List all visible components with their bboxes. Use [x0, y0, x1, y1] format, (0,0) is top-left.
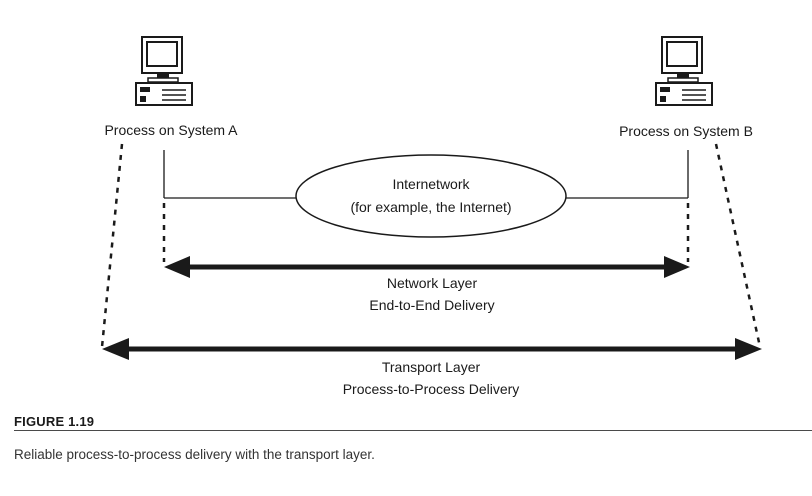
network-diagram: Process on System A Process on System B …	[100, 36, 762, 397]
transport-layer-arrow	[102, 338, 762, 360]
internetwork-sublabel: (for example, the Internet)	[350, 199, 511, 215]
computer-b-icon	[655, 36, 713, 106]
transport-layer-sublabel: Process-to-Process Delivery	[343, 381, 520, 397]
transport-layer-dashed-lines	[100, 143, 762, 348]
figure-label: FIGURE 1.19	[14, 414, 95, 429]
transport-layer-label: Transport Layer	[382, 359, 481, 375]
computer-a-icon	[135, 36, 193, 106]
internetwork-cloud	[295, 154, 567, 238]
figure-caption: Reliable process-to-process delivery wit…	[14, 447, 375, 462]
internetwork-link-lines	[163, 150, 689, 199]
figure-divider	[14, 430, 812, 431]
system-b-label: Process on System B	[619, 123, 753, 139]
internetwork-label: Internetwork	[392, 176, 470, 192]
system-a-label: Process on System A	[104, 122, 238, 138]
network-layer-arrow	[164, 256, 690, 278]
network-layer-sublabel: End-to-End Delivery	[369, 297, 494, 313]
network-layer-label: Network Layer	[387, 275, 478, 291]
